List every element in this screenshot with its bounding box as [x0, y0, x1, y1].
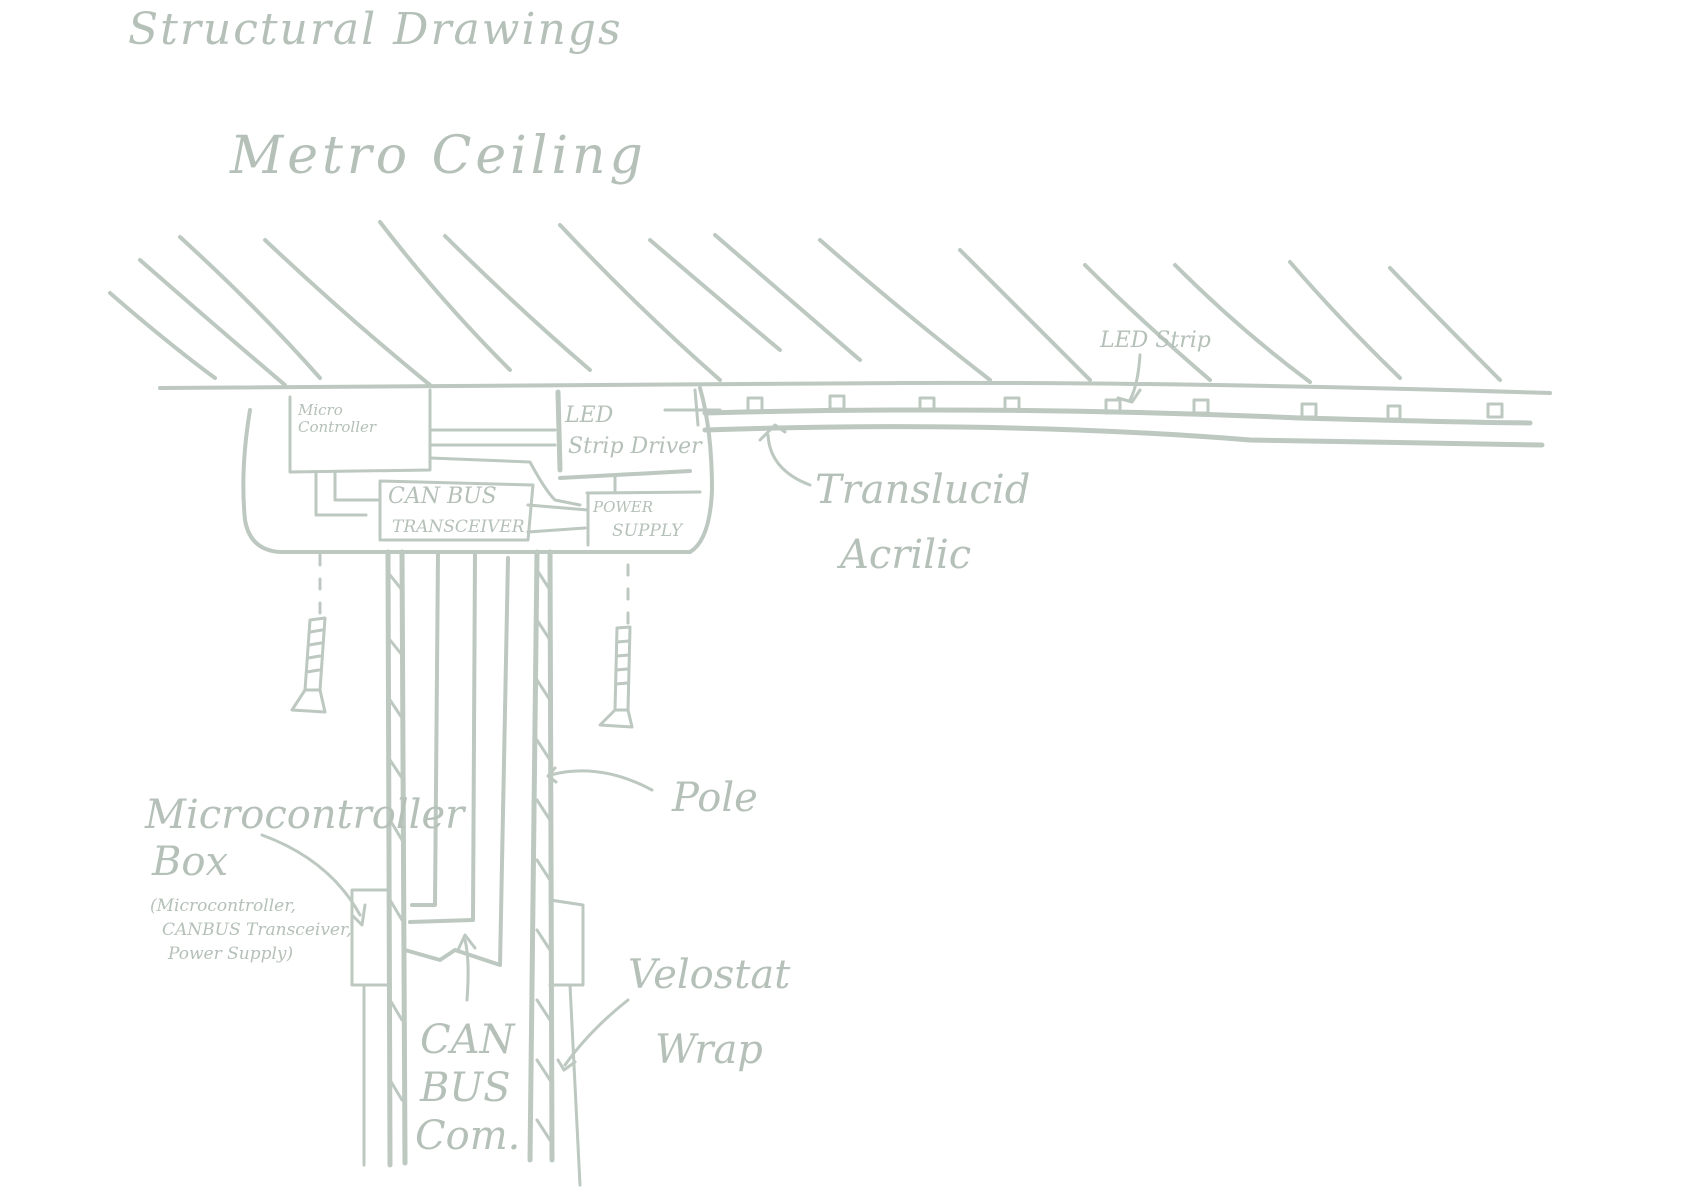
- acrylic-label-1: Translucid: [815, 467, 1031, 513]
- led-driver-label-1: LED: [565, 403, 614, 428]
- power-supply-label-1: POWER: [593, 498, 654, 516]
- mc-can-wires: [314, 470, 382, 517]
- anchor-left: [290, 553, 327, 714]
- can-bus-wires: [403, 550, 510, 967]
- pole-label: Pole: [672, 775, 758, 821]
- mc-driver-wires: [428, 428, 582, 507]
- pole-hatching: [388, 568, 552, 1142]
- velostat-label-1: Velostat: [628, 952, 791, 998]
- can-bus-label-3: Com.: [415, 1113, 521, 1159]
- ceiling-hatching: [108, 220, 1502, 387]
- page-subtitle: Metro Ceiling: [230, 126, 647, 186]
- pole-arrow: [546, 766, 654, 792]
- can-transceiver-box: [378, 479, 535, 542]
- led-driver-left: [555, 389, 563, 473]
- velostat-label-2: Wrap: [655, 1027, 763, 1073]
- mc-box-contents-3: Power Supply): [168, 944, 294, 964]
- can-bus-label-2: BUS: [420, 1065, 511, 1111]
- can-transceiver-label-1: CAN BUS: [388, 484, 497, 509]
- mc-box-label-2: Box: [152, 839, 229, 885]
- power-supply-label-2: SUPPLY: [612, 521, 683, 541]
- led-strip-arrow: [1116, 353, 1142, 404]
- page-title: Structural Drawings: [128, 4, 623, 55]
- can-bus-arrow: [456, 933, 477, 1002]
- led-driver-bottom: [558, 469, 692, 480]
- mc-box-contents-2: CANBUS Transceiver,: [162, 920, 352, 940]
- microcontroller-box-on-pole: [350, 888, 390, 1167]
- anchor-right: [598, 563, 634, 729]
- can-power-wires: [526, 503, 590, 534]
- acrylic-arrow: [758, 423, 812, 487]
- can-transceiver-label-2: TRANSCEIVER: [392, 517, 525, 537]
- power-supply-box: [585, 473, 702, 547]
- housing-enclosure: [241, 386, 714, 554]
- led-beads: [746, 394, 1504, 421]
- microcontroller-label-1: Micro: [298, 401, 343, 419]
- mc-box-arrow: [260, 833, 367, 927]
- acrylic-label-2: Acrilic: [840, 532, 972, 578]
- velostat-box: [548, 898, 585, 1187]
- mc-box-label-1: Microcontroller: [145, 792, 465, 838]
- led-driver-label-2: Strip Driver: [568, 434, 702, 459]
- housing-cross: [663, 388, 722, 427]
- led-strip-label: LED Strip: [1100, 328, 1211, 353]
- translucid-acrylic: [702, 407, 1545, 448]
- mc-box-contents-1: (Microcontroller,: [150, 896, 296, 916]
- microcontroller-box: [288, 388, 432, 474]
- ceiling-line: [158, 380, 1552, 395]
- velostat-arrow: [556, 998, 630, 1072]
- can-bus-label-1: CAN: [420, 1017, 515, 1063]
- microcontroller-label-2: Controller: [298, 418, 377, 436]
